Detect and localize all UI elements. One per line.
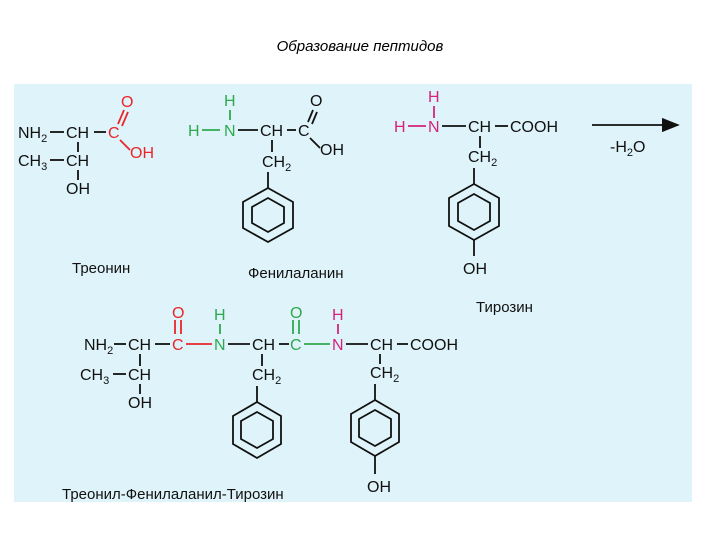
- tripeptide-thr-beta-ch: CH: [128, 367, 151, 384]
- label-phenylalanine: Фенилаланин: [248, 265, 344, 282]
- tripeptide-n2: N: [332, 337, 344, 354]
- threonine-structure: NH2 CH C O OH CH3 CH OH: [18, 94, 154, 198]
- tripeptide-tyr-ch2: CH2: [370, 365, 399, 385]
- tripeptide-cooh: COOH: [410, 337, 458, 354]
- label-tripeptide: Треонил-Фенилаланил-Тирозин: [62, 486, 284, 503]
- phenylalanine-ch2: CH2: [262, 154, 291, 174]
- threonine-carbonyl-o: O: [121, 94, 133, 111]
- tripeptide-h2: H: [332, 307, 344, 324]
- phenylalanine-amine-n: N: [224, 123, 236, 140]
- phenylalanine-structure: H H N CH C O OH CH2: [188, 93, 344, 244]
- tripeptide-n1: N: [214, 337, 226, 354]
- tripeptide-o2: O: [290, 305, 302, 322]
- tyrosine-cooh: COOH: [510, 119, 558, 136]
- tyrosine-alpha-ch: CH: [468, 119, 491, 136]
- phenylalanine-carbonyl-o: O: [310, 93, 322, 110]
- tripeptide-phe-ch: CH: [252, 337, 275, 354]
- threonine-side-oh: OH: [66, 181, 90, 198]
- tyrosine-structure: H H N CH COOH CH2 OH: [394, 89, 558, 278]
- water-loss-label: -H2O: [610, 139, 645, 159]
- tyrosine-amine-n: N: [428, 119, 440, 136]
- tripeptide-h1: H: [214, 307, 226, 324]
- tyrosine-phenol-ring: [448, 182, 500, 242]
- phenylalanine-alpha-ch: CH: [260, 123, 283, 140]
- tripeptide-phe-ch2: CH2: [252, 367, 281, 387]
- tripeptide-structure: NH2 CH C O N H CH C O N H CH COOH CH3 CH…: [80, 305, 458, 496]
- tyrosine-amine-h-left: H: [394, 119, 406, 136]
- tyrosine-ch2: CH2: [468, 149, 497, 169]
- tripeptide-o1: O: [172, 305, 184, 322]
- tripeptide-tyr-oh: OH: [367, 479, 391, 496]
- tripeptide-thr-oh: OH: [128, 395, 152, 412]
- tripeptide-nh2: NH2: [84, 337, 113, 357]
- threonine-nh2: NH2: [18, 125, 47, 145]
- threonine-beta-ch: CH: [66, 153, 89, 170]
- phenylalanine-benzene-ring: [242, 186, 294, 244]
- phenylalanine-hydroxyl-oh: OH: [320, 142, 344, 159]
- threonine-ch3: CH3: [18, 153, 47, 173]
- threonine-hydroxyl-oh: OH: [130, 145, 154, 162]
- tripeptide-c2: C: [290, 337, 302, 354]
- threonine-carbonyl-c: C: [108, 125, 120, 142]
- tyrosine-phenol-oh: OH: [463, 261, 487, 278]
- tripeptide-thr-ch3: CH3: [80, 367, 109, 387]
- phenylalanine-carbonyl-c: C: [298, 123, 310, 140]
- phenylalanine-amine-h-top: H: [224, 93, 236, 110]
- tripeptide-tyr-ch: CH: [370, 337, 393, 354]
- tripeptide-benzene-ring: [232, 400, 282, 460]
- page-title: Образование пептидов: [276, 38, 444, 55]
- label-threonine: Треонин: [72, 260, 130, 277]
- label-tyrosine: Тирозин: [476, 299, 533, 316]
- phenylalanine-amine-h-left: H: [188, 123, 200, 140]
- tripeptide-thr-ch: CH: [128, 337, 151, 354]
- diagram-panel: [14, 84, 692, 502]
- tyrosine-amine-h-top: H: [428, 89, 440, 106]
- tripeptide-c1: C: [172, 337, 184, 354]
- threonine-alpha-ch: CH: [66, 125, 89, 142]
